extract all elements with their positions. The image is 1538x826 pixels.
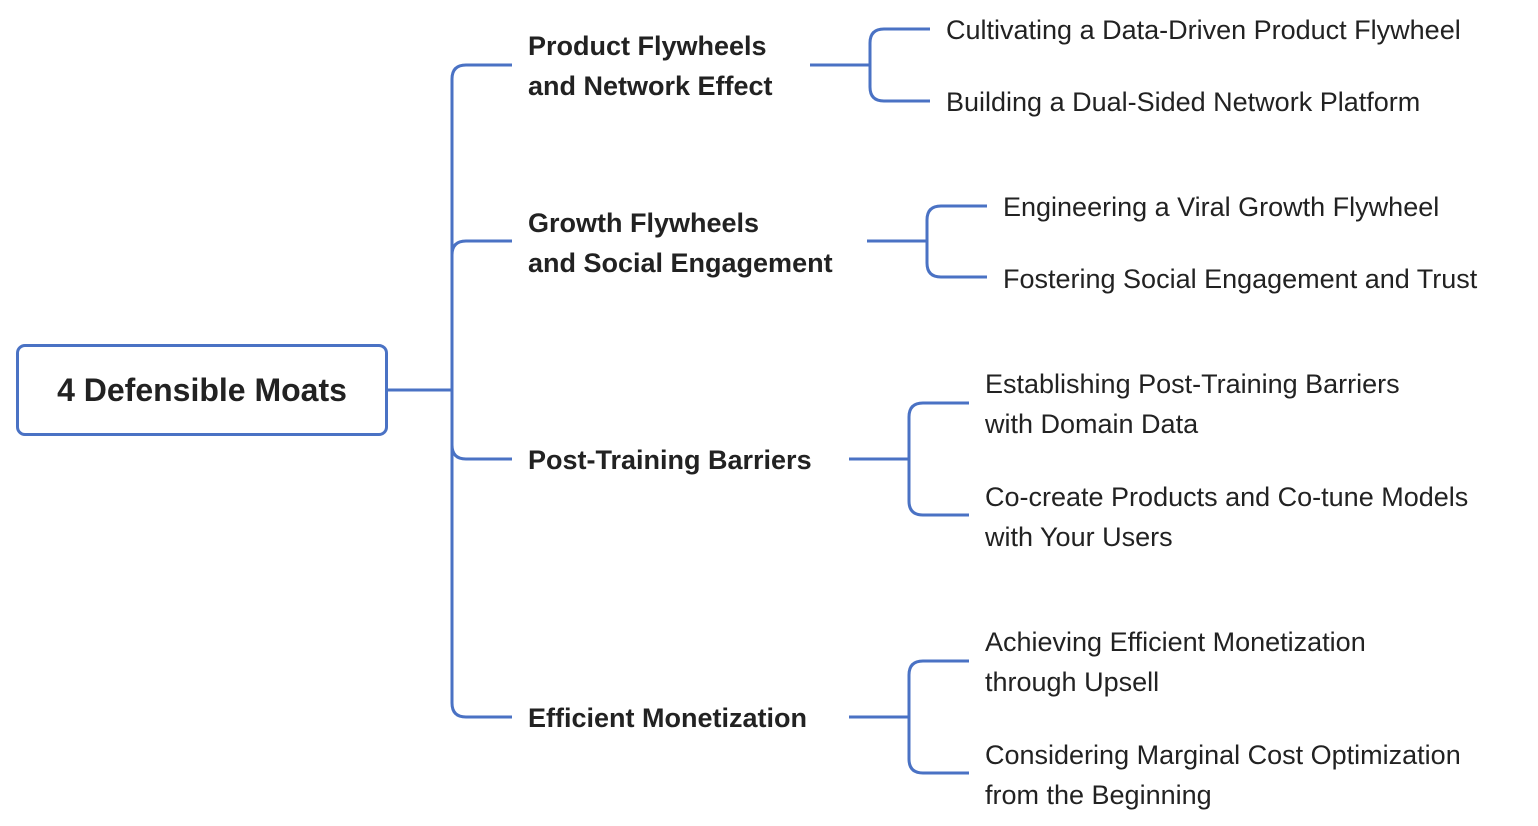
branch-1-leaf-bracket	[868, 27, 930, 103]
branch-node-efficient-monetization: Efficient Monetization	[528, 698, 807, 738]
branch-label-line: and Social Engagement	[528, 248, 833, 278]
branch-label-line: and Network Effect	[528, 71, 773, 101]
branch-4-leaf-bracket	[907, 659, 969, 775]
branch-label-line: Product Flywheels	[528, 31, 767, 61]
leaf-node: Achieving Efficient Monetization through…	[985, 622, 1366, 702]
leaf-label-line: Building a Dual-Sided Network Platform	[946, 87, 1421, 117]
branch-label-line: Post-Training Barriers	[528, 445, 812, 475]
trunk-connector	[450, 63, 512, 719]
branch-connector-2	[450, 239, 512, 256]
branch-node-post-training-barriers: Post-Training Barriers	[528, 440, 812, 480]
leaf-label-line: through Upsell	[985, 667, 1160, 697]
leaf-label-line: Co-create Products and Co-tune Models	[985, 482, 1469, 512]
leaf-node: Establishing Post-Training Barriers with…	[985, 364, 1400, 444]
leaf-node: Engineering a Viral Growth Flywheel	[1003, 187, 1439, 227]
leaf-label-line: with Domain Data	[985, 409, 1199, 439]
branch-2-leaf-bracket	[925, 204, 987, 279]
leaf-node: Building a Dual-Sided Network Platform	[946, 82, 1420, 122]
leaf-label-line: with Your Users	[985, 522, 1173, 552]
leaf-label-line: from the Beginning	[985, 780, 1212, 810]
branch-3-leaf-bracket	[907, 401, 969, 517]
leaf-label-line: Fostering Social Engagement and Trust	[1003, 264, 1478, 294]
leaf-node: Fostering Social Engagement and Trust	[1003, 259, 1477, 299]
root-node: 4 Defensible Moats	[16, 344, 388, 436]
branch-node-growth-flywheels: Growth Flywheels and Social Engagement	[528, 203, 833, 283]
branch-node-product-flywheels: Product Flywheels and Network Effect	[528, 26, 773, 106]
leaf-label-line: Cultivating a Data-Driven Product Flywhe…	[946, 15, 1461, 45]
leaf-label-line: Considering Marginal Cost Optimization	[985, 740, 1461, 770]
leaf-label-line: Achieving Efficient Monetization	[985, 627, 1366, 657]
leaf-label-line: Engineering a Viral Growth Flywheel	[1003, 192, 1440, 222]
branch-connector-3	[450, 444, 512, 461]
leaf-label-line: Establishing Post-Training Barriers	[985, 369, 1400, 399]
branch-label-line: Efficient Monetization	[528, 703, 807, 733]
branch-label-line: Growth Flywheels	[528, 208, 760, 238]
leaf-node: Co-create Products and Co-tune Models wi…	[985, 477, 1468, 557]
leaf-node: Cultivating a Data-Driven Product Flywhe…	[946, 10, 1461, 50]
root-label: 4 Defensible Moats	[57, 371, 347, 408]
leaf-node: Considering Marginal Cost Optimization f…	[985, 735, 1461, 815]
